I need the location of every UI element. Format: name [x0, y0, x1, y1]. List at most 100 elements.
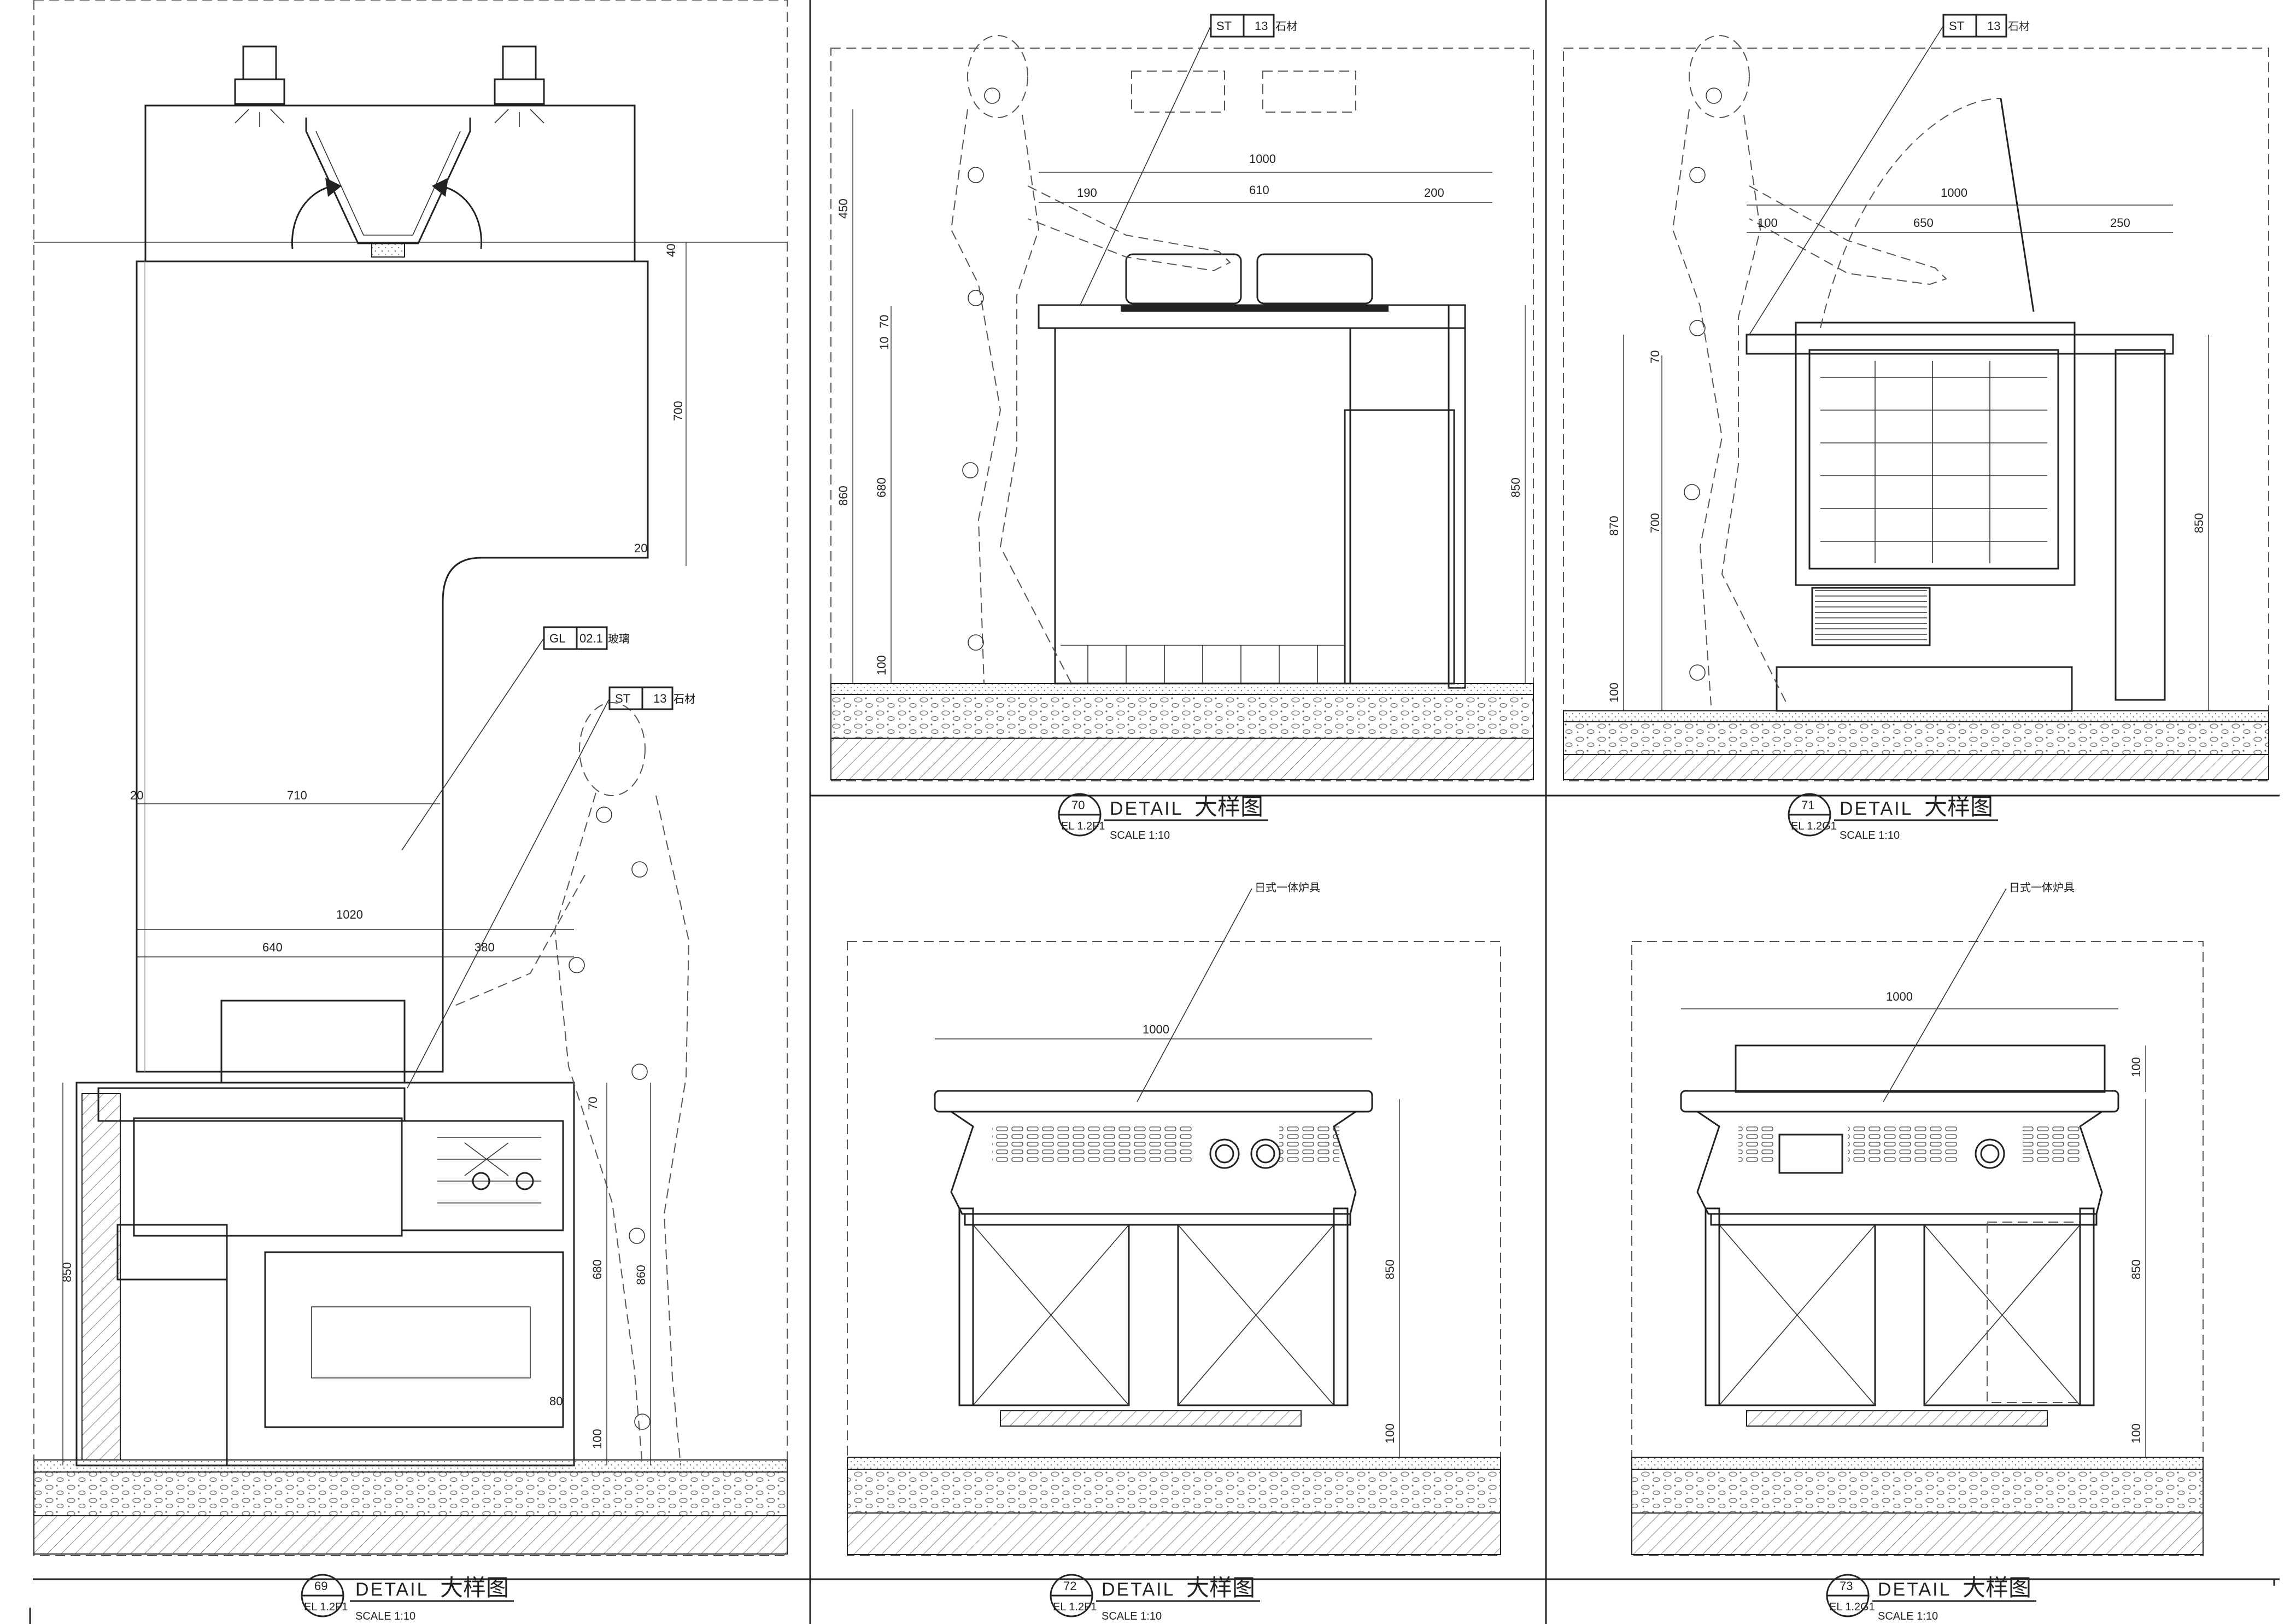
burner-knobs-72 — [1209, 1138, 1281, 1169]
svg-text:13: 13 — [653, 692, 666, 705]
detail-71-drawing: 1000 100 650 250 70 700 870 850 100 ST 1… — [1563, 14, 2269, 842]
dim-70-3: 200 — [1424, 186, 1444, 200]
dim-72-1: 850 — [1383, 1259, 1397, 1280]
svg-text:大样图: 大样图 — [1194, 794, 1263, 820]
callout-text: 日式一体炉具 — [2009, 881, 2075, 894]
tag-gl-69: GL 02.1 玻璃 — [401, 626, 630, 851]
dim-69-8: 850 — [60, 1262, 74, 1282]
dim-71-3: 250 — [2110, 216, 2130, 230]
svg-text:石材: 石材 — [2008, 20, 2030, 33]
svg-text:大样图: 大样图 — [1186, 1575, 1255, 1600]
svg-text:SCALE 1:10: SCALE 1:10 — [1878, 1610, 1938, 1622]
title-block-70: 70 EL 1.2F1 DETAIL 大样图 SCALE 1:10 — [1058, 793, 1268, 842]
sheet-ref: EL 1.2F1 — [304, 1601, 348, 1613]
dim-70-0: 1000 — [1249, 152, 1276, 166]
detail-73-drawing: 1000 100 850 100 日式一体炉具 73 EL 1.2G1 DETA… — [1631, 881, 2204, 1622]
dimensions-72 — [935, 1038, 1400, 1457]
dim-70-2: 610 — [1249, 183, 1269, 197]
dim-71-0: 1000 — [1941, 186, 1967, 200]
dim-70-1: 190 — [1077, 186, 1097, 200]
human-figure-71 — [1672, 35, 1947, 706]
dim-73-0: 1000 — [1886, 990, 1913, 1003]
dim-71-4: 70 — [1648, 350, 1662, 364]
svg-text:EL 1.2F1: EL 1.2F1 — [1061, 820, 1105, 832]
svg-text:02.1: 02.1 — [579, 632, 603, 645]
svg-text:SCALE 1:10: SCALE 1:10 — [1840, 829, 1900, 842]
dim-69-2: 20 — [634, 541, 647, 555]
detail-69-drawing: 40 700 20 20 710 1020 640 380 850 70 680… — [33, 0, 788, 1622]
callout-73: 日式一体炉具 — [1883, 881, 2075, 1102]
svg-text:大样图: 大样图 — [1963, 1575, 2031, 1600]
svg-text:13: 13 — [1255, 19, 1268, 33]
svg-text:EL 1.2F1: EL 1.2F1 — [1053, 1601, 1097, 1613]
dimensions-70 — [852, 109, 1526, 684]
svg-text:ST: ST — [1949, 19, 1964, 33]
dim-71-5: 700 — [1648, 513, 1662, 533]
svg-text:73: 73 — [1840, 1579, 1853, 1593]
svg-text:71: 71 — [1801, 798, 1814, 812]
dim-69-13: 100 — [590, 1429, 604, 1449]
svg-text:玻璃: 玻璃 — [608, 633, 630, 645]
human-figure-69 — [453, 702, 690, 1466]
dim-69-6: 640 — [262, 940, 283, 954]
callout-text: 日式一体炉具 — [1255, 881, 1320, 894]
callout-72: 日式一体炉具 — [1137, 881, 1320, 1102]
dimensions-73 — [1681, 1008, 2146, 1457]
dim-70-7: 680 — [875, 477, 888, 498]
dim-70-8: 860 — [836, 486, 850, 506]
svg-text:大样图: 大样图 — [1924, 794, 1993, 820]
title-block-72: 72 EL 1.2F1 DETAIL 大样图 SCALE 1:10 — [1050, 1574, 1260, 1622]
detail-title-en: DETAIL — [355, 1579, 429, 1600]
tag-st-70: ST 13 石材 — [1079, 14, 1297, 307]
svg-text:EL 1.2G1: EL 1.2G1 — [1829, 1601, 1875, 1613]
dim-71-2: 650 — [1913, 216, 1934, 230]
detail-70-drawing: 1000 190 610 200 450 10 70 680 860 850 1… — [830, 14, 1534, 842]
dimensions-69 — [62, 242, 687, 1465]
svg-text:GL: GL — [549, 632, 565, 645]
dim-70-5: 10 — [877, 337, 891, 350]
title-block-69: 69 EL 1.2F1 DETAIL 大样图 SCALE 1:10 — [301, 1574, 514, 1622]
dim-73-1: 100 — [2129, 1057, 2143, 1077]
svg-text:72: 72 — [1063, 1579, 1076, 1593]
detail-number: 69 — [314, 1579, 327, 1593]
detail-title-cn: 大样图 — [440, 1575, 509, 1600]
dim-71-6: 870 — [1607, 516, 1621, 536]
dim-69-0: 40 — [664, 244, 678, 257]
dim-69-4: 710 — [287, 788, 307, 802]
dim-72-2: 100 — [1383, 1423, 1397, 1444]
svg-text:DETAIL: DETAIL — [1878, 1579, 1952, 1600]
hood-baffle — [291, 118, 483, 258]
dim-72-0: 1000 — [1143, 1023, 1169, 1036]
dim-69-12: 80 — [549, 1394, 563, 1408]
sheet-frame — [29, 0, 2280, 1624]
svg-text:SCALE 1:10: SCALE 1:10 — [1110, 829, 1170, 842]
dim-69-5: 1020 — [336, 908, 363, 921]
svg-text:ST: ST — [1216, 19, 1232, 33]
svg-text:DETAIL: DETAIL — [1102, 1579, 1175, 1600]
detail-72-drawing: 1000 850 100 日式一体炉具 72 EL 1.2F1 DETAIL 大… — [847, 881, 1501, 1622]
svg-text:SCALE 1:10: SCALE 1:10 — [1102, 1610, 1162, 1622]
dim-69-10: 680 — [590, 1259, 604, 1280]
dim-69-3: 20 — [130, 788, 143, 802]
svg-text:DETAIL: DETAIL — [1840, 798, 1913, 819]
svg-text:石材: 石材 — [673, 693, 695, 705]
dim-73-2: 850 — [2129, 1259, 2143, 1280]
griller-rack — [437, 1137, 541, 1204]
dim-70-9: 850 — [1509, 477, 1522, 498]
tag-st-69: ST 13 石材 — [407, 686, 695, 1089]
dim-69-1: 700 — [671, 401, 685, 421]
human-figure-70 — [950, 35, 1231, 684]
svg-text:DETAIL: DETAIL — [1110, 798, 1184, 819]
svg-text:70: 70 — [1071, 798, 1085, 812]
dim-69-11: 860 — [634, 1265, 648, 1285]
dim-70-10: 100 — [875, 655, 888, 675]
dim-70-4: 450 — [836, 198, 850, 219]
svg-text:EL 1.2G1: EL 1.2G1 — [1791, 820, 1837, 832]
svg-text:13: 13 — [1987, 19, 2000, 33]
dim-71-1: 100 — [1758, 216, 1778, 230]
dim-69-9: 70 — [586, 1097, 600, 1110]
hood-lights — [234, 45, 545, 127]
dim-73-3: 100 — [2129, 1423, 2143, 1444]
title-block-71: 71 EL 1.2G1 DETAIL 大样图 SCALE 1:10 — [1788, 793, 1998, 842]
